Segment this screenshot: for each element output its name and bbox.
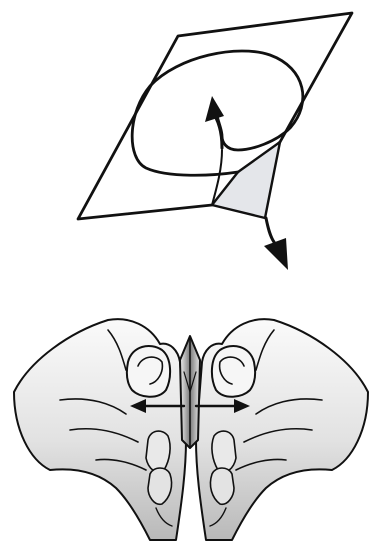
fold-diagram	[78, 13, 352, 270]
arrow-down-right-icon	[264, 218, 288, 270]
arrow-up-left-icon	[205, 96, 224, 148]
left-hand	[14, 319, 186, 540]
right-hand	[196, 319, 368, 540]
folded-paper	[180, 336, 200, 448]
hands-pulling-apart	[14, 319, 368, 540]
